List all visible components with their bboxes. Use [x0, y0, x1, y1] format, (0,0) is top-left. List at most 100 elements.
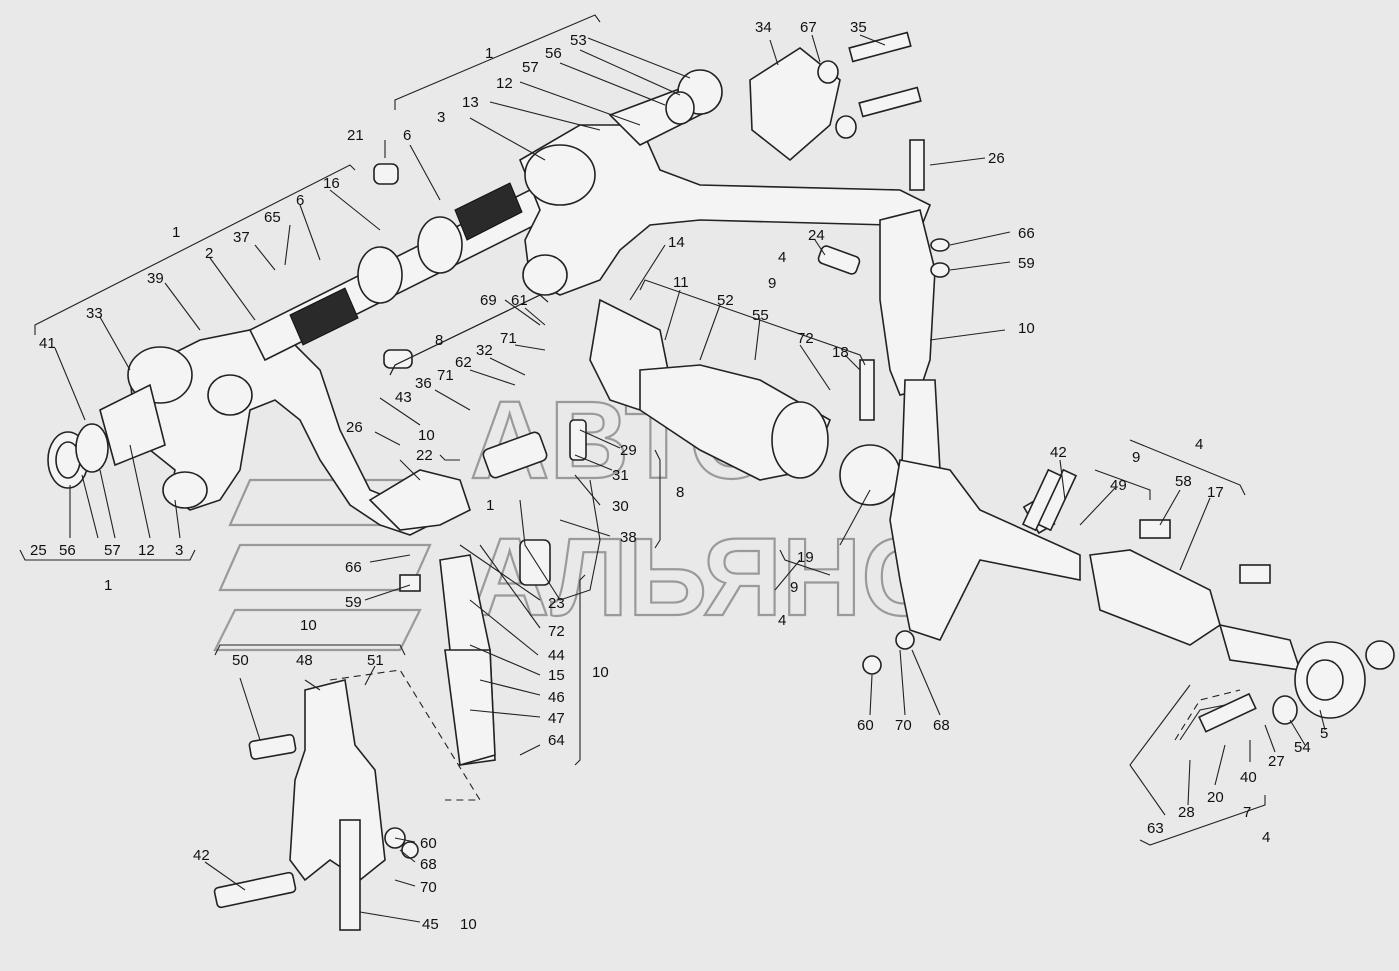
- callout-18: 18: [832, 344, 849, 361]
- callout-72: 72: [548, 623, 565, 640]
- callout-52: 52: [717, 292, 734, 309]
- callout-1: 1: [104, 577, 112, 594]
- callout-33: 33: [86, 305, 103, 322]
- callout-14: 14: [668, 234, 685, 251]
- callout-70: 70: [420, 879, 437, 896]
- callout-19: 19: [797, 549, 814, 566]
- callout-56: 56: [545, 45, 562, 62]
- callout-10: 10: [460, 916, 477, 933]
- chain-pin: [1174, 689, 1257, 741]
- callout-37: 37: [233, 229, 250, 246]
- callout-31: 31: [612, 467, 629, 484]
- callout-15: 15: [548, 667, 565, 684]
- callout-30: 30: [612, 498, 629, 515]
- callout-6: 6: [403, 127, 411, 144]
- callout-71: 71: [500, 330, 517, 347]
- callout-20: 20: [1207, 789, 1224, 806]
- callout-61: 61: [511, 292, 528, 309]
- braces: [19, 14, 1266, 846]
- callout-1: 1: [485, 45, 493, 62]
- callout-53: 53: [570, 32, 587, 49]
- callout-4: 4: [778, 249, 786, 266]
- upper-right-arm: [519, 47, 932, 296]
- callout-13: 13: [462, 94, 479, 111]
- callout-10: 10: [1018, 320, 1035, 337]
- callout-38: 38: [620, 529, 637, 546]
- callout-21: 21: [347, 127, 364, 144]
- callout-11: 11: [673, 274, 689, 291]
- callout-34: 34: [755, 19, 772, 36]
- lower-link: [368, 469, 496, 767]
- callout-55: 55: [752, 307, 769, 324]
- callout-43: 43: [395, 389, 412, 406]
- right-lower-arm: [889, 459, 1395, 725]
- callout-27: 27: [1268, 753, 1285, 770]
- callout-39: 39: [147, 270, 164, 287]
- clevis-assembly: [213, 669, 481, 931]
- callout-3: 3: [175, 542, 183, 559]
- callout-57: 57: [522, 59, 539, 76]
- callout-1: 1: [172, 224, 180, 241]
- callout-66: 66: [1018, 225, 1035, 242]
- callout-42: 42: [193, 847, 210, 864]
- callout-2: 2: [205, 245, 213, 262]
- callout-59: 59: [1018, 255, 1035, 272]
- callout-45: 45: [422, 916, 439, 933]
- callout-48: 48: [296, 652, 313, 669]
- callout-44: 44: [548, 647, 565, 664]
- callout-58: 58: [1175, 473, 1192, 490]
- callout-68: 68: [933, 717, 950, 734]
- callout-70: 70: [895, 717, 912, 734]
- callout-65: 65: [264, 209, 281, 226]
- callout-23: 23: [548, 595, 565, 612]
- callout-labels: 1 1 1 1 53 56 57 12 13 3 6 21 16 6 65 37…: [30, 19, 1328, 933]
- callout-17: 17: [1207, 484, 1224, 501]
- callout-6: 6: [296, 192, 304, 209]
- callout-10: 10: [300, 617, 317, 634]
- callout-4: 4: [1195, 436, 1203, 453]
- callout-29: 29: [620, 442, 637, 459]
- callout-10: 10: [592, 664, 609, 681]
- callout-67: 67: [800, 19, 817, 36]
- callout-12: 12: [496, 75, 513, 92]
- callout-72: 72: [797, 330, 814, 347]
- splined-shaft: [248, 163, 577, 369]
- callout-57: 57: [104, 542, 121, 559]
- callout-4: 4: [778, 612, 786, 629]
- callout-50: 50: [232, 652, 249, 669]
- callout-71: 71: [437, 367, 454, 384]
- callout-36: 36: [415, 375, 432, 392]
- callout-22: 22: [416, 447, 433, 464]
- callout-60: 60: [857, 717, 874, 734]
- callout-3: 3: [437, 109, 445, 126]
- callout-10: 10: [418, 427, 435, 444]
- callout-56: 56: [59, 542, 76, 559]
- callout-47: 47: [548, 710, 565, 727]
- callout-16: 16: [323, 175, 340, 192]
- callout-26: 26: [988, 150, 1005, 167]
- callout-4: 4: [1262, 829, 1270, 846]
- callout-9: 9: [790, 579, 798, 596]
- callout-69: 69: [480, 292, 497, 309]
- hardware: [384, 31, 1063, 859]
- callout-1: 1: [486, 497, 494, 514]
- callout-35: 35: [850, 19, 867, 36]
- callout-24: 24: [808, 227, 825, 244]
- callout-40: 40: [1240, 769, 1257, 786]
- callout-8: 8: [676, 484, 684, 501]
- callout-9: 9: [1132, 449, 1140, 466]
- callout-28: 28: [1178, 804, 1195, 821]
- callout-46: 46: [548, 689, 565, 706]
- callout-25: 25: [30, 542, 47, 559]
- callout-32: 32: [476, 342, 493, 359]
- callout-60: 60: [420, 835, 437, 852]
- callout-68: 68: [420, 856, 437, 873]
- left-steering-arm: [47, 329, 432, 536]
- callout-54: 54: [1294, 739, 1311, 756]
- callout-51: 51: [367, 652, 384, 669]
- tie-rod-assembly: [589, 298, 901, 506]
- callout-5: 5: [1320, 725, 1328, 742]
- callout-42: 42: [1050, 444, 1067, 461]
